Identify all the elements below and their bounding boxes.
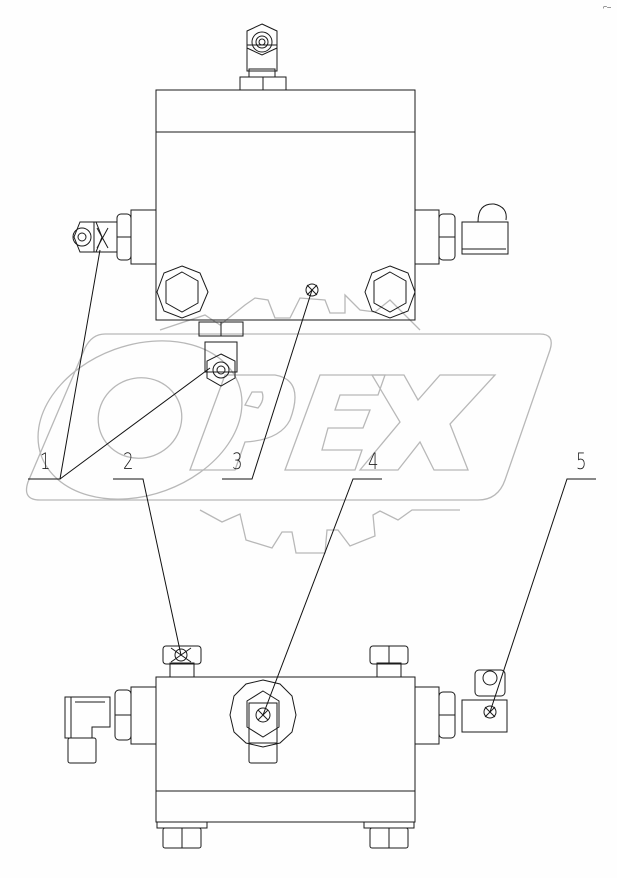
callout-3: 3 bbox=[232, 450, 243, 475]
right-fitting-top bbox=[414, 203, 509, 265]
left-fitting-top bbox=[72, 209, 157, 265]
callout-1: 1 bbox=[40, 450, 51, 475]
left-elbow-front bbox=[64, 686, 157, 764]
callout-4: 4 bbox=[368, 450, 379, 475]
bolt-top-left bbox=[162, 645, 202, 678]
leader-2 bbox=[113, 478, 182, 656]
plug-right bbox=[364, 265, 416, 319]
plug-left bbox=[156, 265, 209, 319]
corner-mark: ⌐– bbox=[603, 4, 611, 11]
callout-2: 2 bbox=[123, 450, 134, 475]
valve-block-front bbox=[155, 676, 416, 823]
leader-1b bbox=[59, 367, 211, 480]
top-view bbox=[72, 23, 509, 387]
valve-block-top bbox=[155, 89, 416, 321]
bottom-elbow-fitting bbox=[198, 321, 244, 387]
leader-lines bbox=[28, 249, 596, 716]
bolt-bottom-left bbox=[156, 821, 208, 849]
leader-5 bbox=[489, 478, 596, 713]
opex-watermark bbox=[25, 293, 552, 554]
leader-3 bbox=[222, 289, 313, 480]
bolt-top-right bbox=[369, 645, 409, 678]
callout-5: 5 bbox=[576, 450, 587, 475]
right-elbow-front bbox=[414, 669, 508, 745]
front-view bbox=[64, 645, 508, 849]
leader-4 bbox=[262, 478, 382, 716]
top-elbow-fitting bbox=[239, 23, 287, 91]
bolt-bottom-right bbox=[363, 821, 415, 849]
center-swivel-4 bbox=[229, 679, 297, 764]
